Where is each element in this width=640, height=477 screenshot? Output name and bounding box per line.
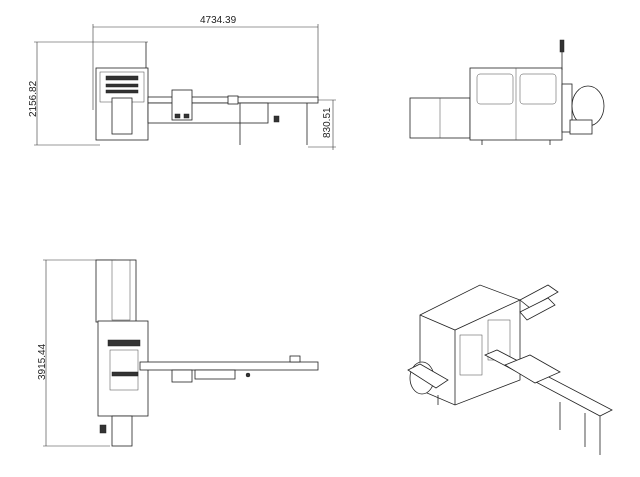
dimension-conveyor-height-label: 830.51 xyxy=(322,107,333,138)
dimension-width-label: 3915.44 xyxy=(37,343,48,380)
dimension-height-label: 2156.82 xyxy=(28,80,39,117)
top-view: 3915.44 xyxy=(37,259,319,447)
isometric-view xyxy=(407,284,613,455)
dimension-length-label: 4734.39 xyxy=(200,15,237,26)
front-view xyxy=(409,39,605,145)
side-view: 4734.39 2156.82 830.51 xyxy=(28,15,336,150)
